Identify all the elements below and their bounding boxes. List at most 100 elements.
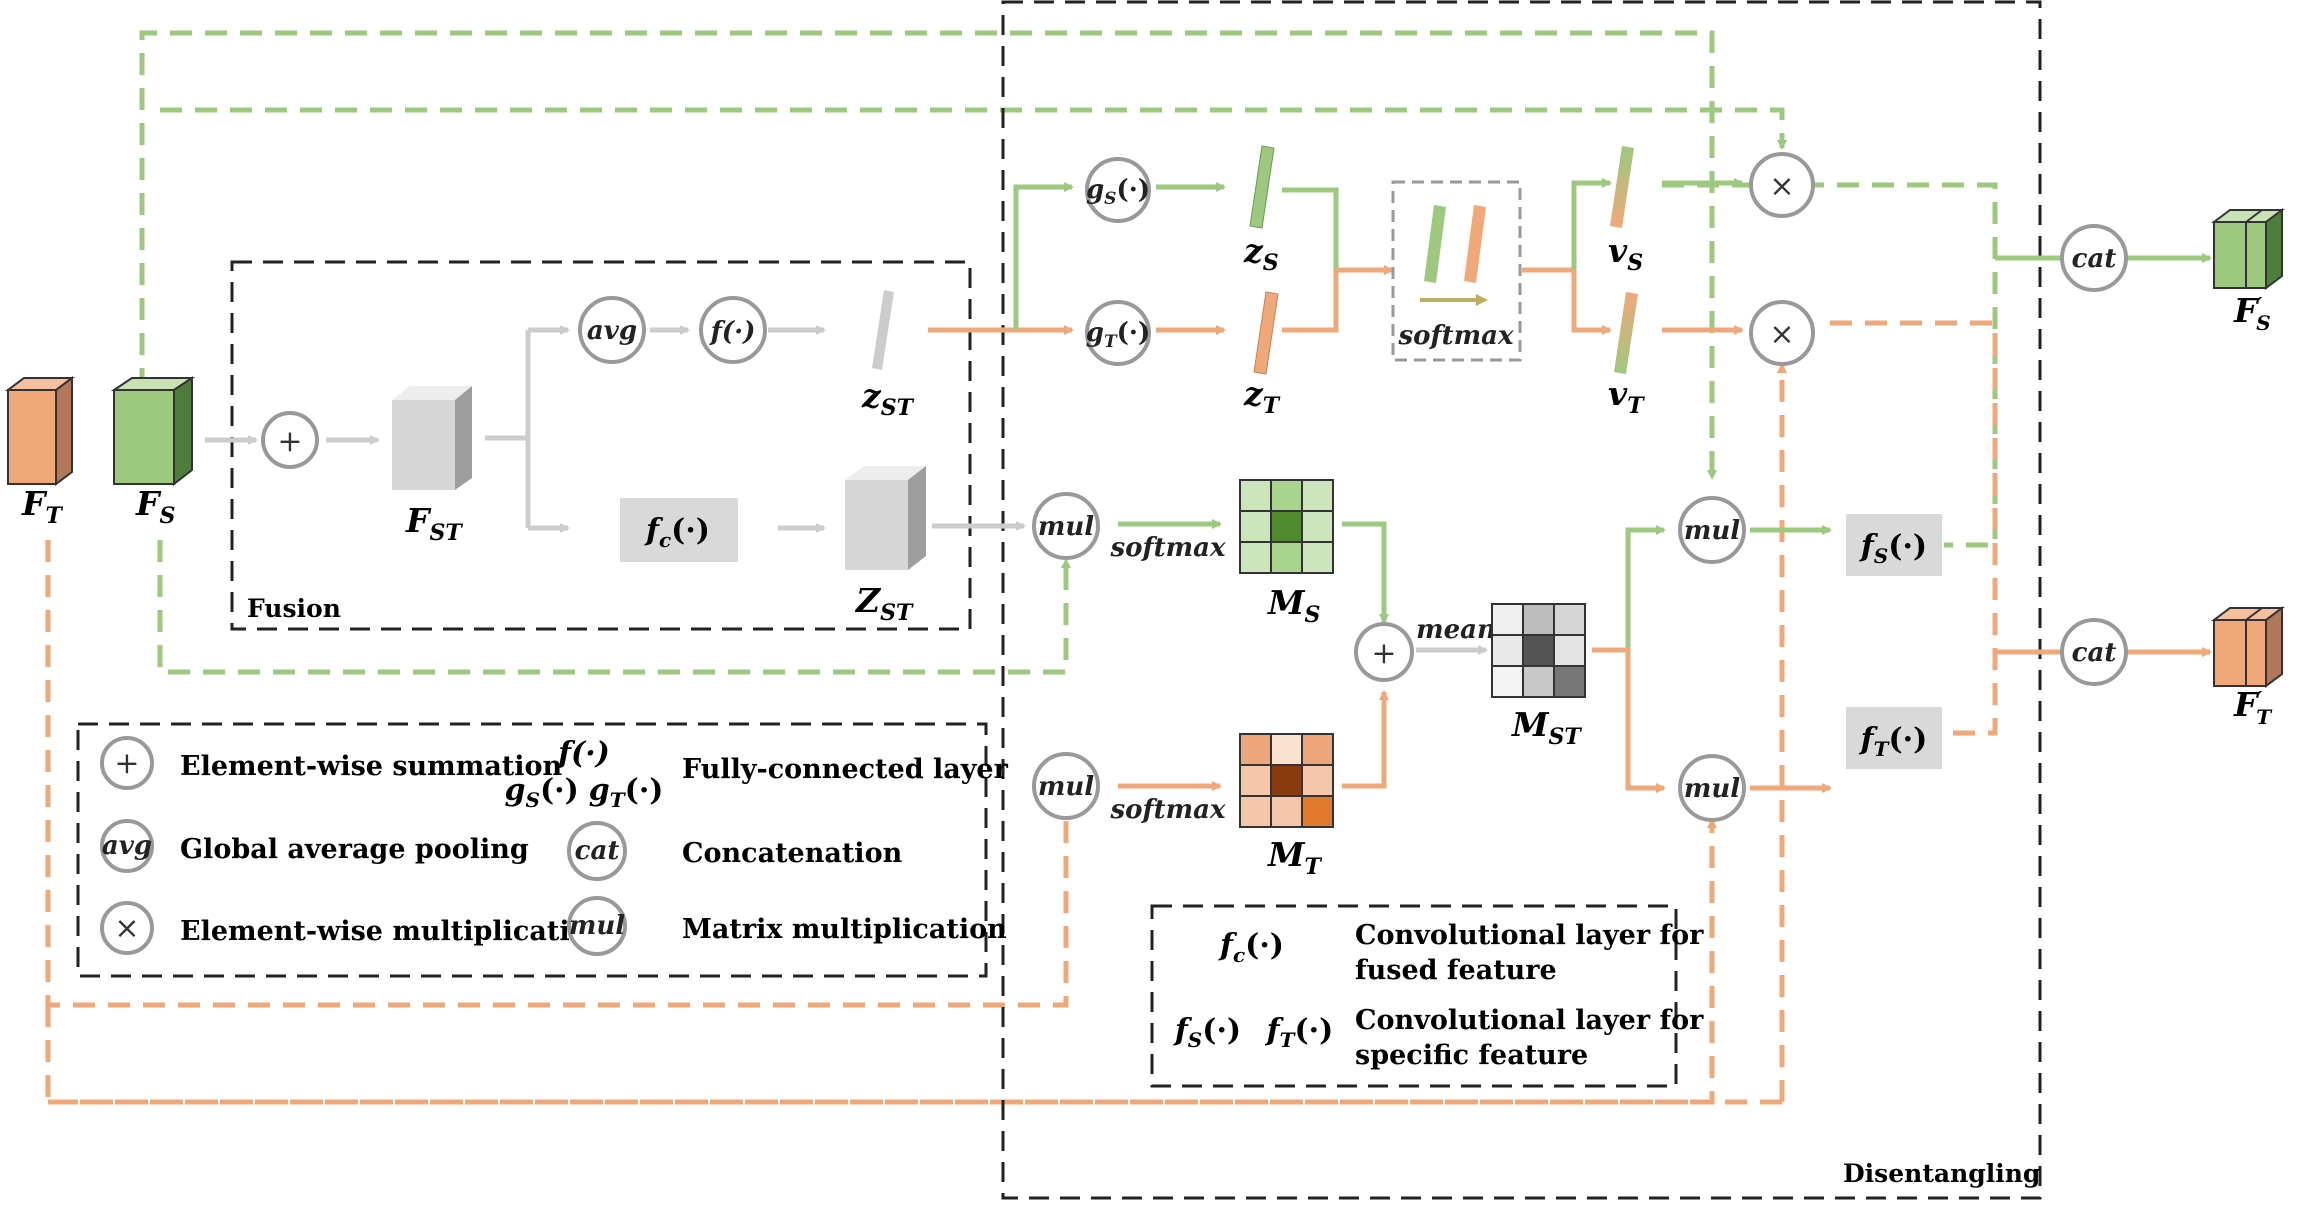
svg-text:fT(·): fT(·) — [1859, 722, 1928, 761]
legend-fs-symbol: fS(·) — [1173, 1013, 1241, 1052]
label-zT: zT — [1243, 374, 1281, 419]
legend-ops: + Element-wise summation avg Global aver… — [76, 722, 1009, 978]
mul-node-right-T: mul — [1678, 754, 1746, 822]
svg-text:gS(·): gS(·) — [1086, 175, 1150, 209]
input-FT-cube — [5, 376, 75, 486]
FST-cube — [392, 386, 472, 490]
legend-avg-icon: avg — [100, 819, 154, 873]
label-FS: FS — [135, 484, 175, 529]
fusion-flows — [205, 325, 1488, 655]
ZST-cube — [845, 466, 926, 570]
legend-mul-icon: mul — [567, 896, 627, 956]
f-node: f(·) — [699, 296, 767, 364]
svg-text:gT(·): gT(·) — [1086, 318, 1151, 352]
colored-flows — [928, 178, 2212, 793]
cat-node-T: cat — [2060, 618, 2128, 686]
label-zS: zS — [1243, 231, 1279, 276]
avg-node: avg — [578, 296, 646, 364]
vS-bar — [1610, 146, 1634, 228]
svg-text:mul: mul — [1684, 774, 1740, 804]
legend-f-symbol: f(·) — [556, 736, 610, 771]
gS-node: gS(·) — [1085, 157, 1151, 223]
softmax-box: softmax — [1391, 180, 1522, 362]
legend-multiplication: Element-wise multiplication — [180, 916, 608, 947]
label-ZST: ZST — [854, 581, 914, 626]
zST-bar — [872, 290, 894, 370]
label-MT: MT — [1267, 835, 1323, 880]
times-node-S: × — [1749, 152, 1815, 218]
green-skip-bottom — [157, 540, 1071, 675]
label-MST: MST — [1511, 705, 1582, 750]
matrix-sum-node: + — [1354, 622, 1414, 682]
legend-gap: Global average pooling — [180, 834, 529, 865]
label-vS: vS — [1608, 231, 1643, 276]
legend-spec-desc-1: Convolutional layer for — [1355, 1005, 1704, 1036]
svg-text:mul: mul — [1038, 772, 1094, 802]
softmax-label-S: softmax — [1109, 533, 1226, 563]
fT-node: fT(·) — [1846, 707, 1942, 769]
softmax-label-T: softmax — [1109, 795, 1226, 825]
legend-matmul: Matrix multiplication — [682, 914, 1007, 945]
svg-text:+: + — [277, 424, 302, 459]
legend-convs: fc(·) Convolutional layer for fused feat… — [1150, 904, 1704, 1088]
svg-text:mul: mul — [1038, 512, 1094, 542]
green-skip-second — [160, 107, 1787, 150]
legend-concat: Concatenation — [682, 838, 903, 869]
MST-grid — [1491, 603, 1586, 698]
label-zST: zST — [861, 376, 915, 421]
label-vT: vT — [1608, 374, 1645, 419]
fc-node: fc(·) — [620, 498, 738, 562]
fS-node: fS(·) — [1846, 514, 1942, 576]
svg-text:×: × — [114, 911, 139, 946]
skip-connections — [45, 30, 1998, 1105]
zS-bar — [1249, 145, 1275, 229]
mul-node-S: mul — [1032, 492, 1100, 560]
legend-spec-desc-2: specific feature — [1355, 1040, 1588, 1071]
svg-text:fc(·): fc(·) — [644, 513, 710, 552]
svg-text:avg: avg — [587, 316, 637, 346]
legend-ft-symbol: fT(·) — [1265, 1013, 1334, 1052]
cat-node-S: cat — [2060, 224, 2128, 292]
svg-text:×: × — [1769, 169, 1794, 204]
svg-text:+: + — [114, 746, 139, 781]
svg-text:avg: avg — [102, 831, 152, 861]
disentangling-label: Disentangling — [1843, 1159, 2040, 1188]
green-mid-right — [1662, 182, 1998, 548]
svg-text:fS(·): fS(·) — [1859, 529, 1927, 568]
legend-times-icon: × — [100, 901, 154, 955]
MS-grid — [1239, 479, 1334, 574]
svg-text:softmax: softmax — [1397, 321, 1514, 351]
MT-grid — [1239, 733, 1334, 828]
fusion-sum-node: + — [261, 411, 319, 469]
legend-g-symbols: gS(·)gT(·) — [505, 773, 664, 812]
legend-cat-icon: cat — [567, 821, 627, 881]
svg-text:cat: cat — [2072, 638, 2117, 668]
legend-fc-desc-1: Convolutional layer for — [1355, 920, 1704, 951]
green-skip-top — [139, 30, 1717, 480]
mul-node-T: mul — [1032, 752, 1100, 820]
output-FT-cube — [2211, 606, 2285, 688]
fusion-box — [230, 260, 972, 631]
svg-text:mul: mul — [569, 911, 625, 941]
svg-text:cat: cat — [575, 836, 620, 866]
label-FS-prime: F′S — [2233, 291, 2271, 335]
orange-skip-b — [45, 818, 1717, 1105]
mean-label: mean — [1416, 615, 1496, 645]
svg-text:cat: cat — [2072, 244, 2117, 274]
label-MS: MS — [1267, 583, 1320, 628]
legend-fc: Fully-connected layer — [682, 754, 1009, 785]
legend-summation: Element-wise summation — [180, 751, 563, 782]
times-node-T: × — [1749, 300, 1815, 366]
label-FT: FT — [21, 484, 63, 529]
svg-text:f(·): f(·) — [709, 317, 756, 347]
orange-mid-right — [1830, 320, 1998, 736]
zT-bar — [1253, 291, 1279, 375]
svg-text:+: + — [1371, 636, 1396, 671]
legend-fc-symbol: fc(·) — [1218, 928, 1284, 967]
output-FS-cube — [2211, 208, 2285, 290]
orange-skip-a — [45, 540, 1071, 1008]
input-FS-cube — [110, 376, 196, 487]
legend-sum-icon: + — [100, 736, 154, 790]
